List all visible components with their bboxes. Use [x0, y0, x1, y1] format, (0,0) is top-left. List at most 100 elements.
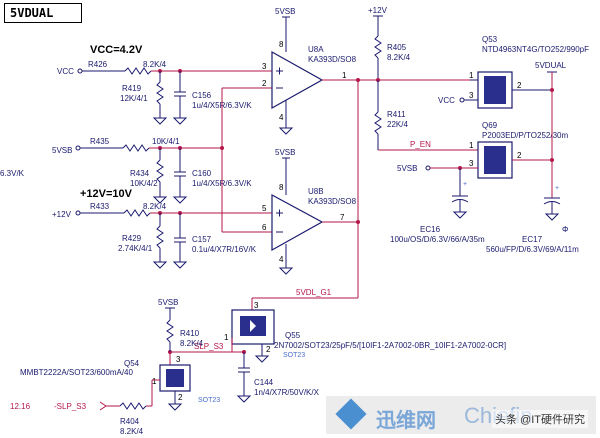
v12-rail-label: +12V: [368, 6, 388, 15]
q69-part: P2003ED/P/TO252/30m: [482, 131, 568, 140]
c144-value: 1n/4/X7R/50V/K/X: [254, 388, 320, 397]
q53-vcc-label: VCC: [438, 96, 455, 105]
junction: [356, 220, 360, 224]
v12-input-label: +12V: [52, 210, 72, 219]
q54-ref: Q54: [124, 359, 140, 368]
junction: [356, 78, 360, 82]
q55-pin1: 1: [224, 333, 229, 342]
r426-symbol: [124, 67, 152, 75]
r426-ref: R426: [88, 60, 108, 69]
r411-ref: R411: [387, 110, 406, 119]
q54-pin3: 3: [176, 355, 181, 364]
q69-pin2: 2: [517, 151, 522, 160]
c156-ref: C156: [192, 91, 212, 100]
q54-pkg: SOT23: [198, 397, 220, 404]
q54-pin1: 1: [152, 377, 157, 386]
r410-value: 8.2K/4: [180, 339, 204, 348]
q53-ref: Q53: [482, 35, 498, 44]
junction: [550, 88, 554, 92]
u8a-vsb-label: 5VSB: [275, 7, 295, 16]
u8a-triangle: [271, 50, 324, 110]
u8a-ref: U8A: [308, 45, 324, 54]
ground-symbol: [172, 196, 188, 204]
q53-die: [484, 76, 506, 104]
ground-symbol: [452, 211, 468, 219]
u8b-ref: U8B: [308, 187, 324, 196]
q53-pin1: 1: [469, 71, 474, 80]
ec17-plus: +: [555, 185, 559, 192]
ec17-value: 560u/FP/D/6.3V/69/A/11m: [486, 245, 579, 254]
vdl-g1-label: 5VDL_G1: [296, 288, 332, 297]
r419-ref: R419: [122, 84, 142, 93]
q69-pin1: 1: [469, 141, 474, 150]
q55-pin3: 3: [254, 301, 259, 310]
q69-pin3: 3: [469, 159, 474, 168]
ec16-plate-curved: [451, 199, 469, 203]
r434-ref: R434: [130, 169, 150, 178]
r419-symbol: [156, 81, 164, 105]
q53-pin2: 2: [517, 81, 522, 90]
r433-value: 8.2K/4: [143, 202, 167, 211]
q55-body: [231, 309, 275, 345]
ground-symbol: [172, 117, 188, 125]
vsb-input-label: 5VSB: [52, 146, 72, 155]
r404-ref: R404: [120, 417, 140, 426]
brand-logo-icon: [335, 398, 367, 430]
r433-ref: R433: [90, 202, 110, 211]
u8b-part: KA393D/SO8: [308, 197, 357, 206]
c144-ref: C144: [254, 378, 274, 387]
ground-symbol: [152, 196, 168, 204]
ground-symbol: [152, 261, 168, 269]
ground-symbol: [278, 127, 294, 135]
u8b-pin4: 4: [279, 255, 284, 264]
r405-ref: R405: [387, 43, 407, 52]
r404-value: 8.2K/4: [120, 427, 144, 436]
c157-value: 0.1u/4/X7R/16V/K: [192, 245, 257, 254]
u8a-pin4: 4: [279, 113, 284, 122]
ec17-plate-curved: [543, 201, 561, 205]
u8b-pin6: 6: [262, 223, 267, 232]
ec16-value: 100u/OS/D/6.3V/66/A/35m: [390, 235, 485, 244]
ec16-plus: +: [463, 181, 467, 188]
u8a-pin8: 8: [279, 40, 284, 49]
cut-off-label: 6.3V/K: [0, 169, 25, 178]
ground-symbol: [278, 267, 294, 275]
ground-symbol: [236, 395, 252, 403]
r410-ref: R410: [180, 329, 200, 338]
sheet-title-box: [4, 3, 82, 23]
vcc-port: [459, 97, 465, 103]
c157-ref: C157: [192, 235, 212, 244]
vcc-annotation: VCC=4.2V: [90, 44, 143, 56]
u8a-part: KA393D/SO8: [308, 55, 357, 64]
junction: [550, 158, 554, 162]
vdual-rail-label: 5VDUAL: [535, 61, 567, 70]
r410-symbol: [166, 319, 174, 343]
ground-symbol: [172, 261, 188, 269]
ground-symbol: [254, 355, 270, 363]
r433-symbol: [123, 209, 151, 217]
vcc-port: [77, 68, 83, 74]
v12-annotation: +12V=10V: [80, 188, 133, 200]
slp-input-label: -SLP_S3: [54, 402, 87, 411]
r434-value: 10K/4/2: [130, 179, 158, 188]
r405-value: 8.2K/4: [387, 53, 411, 62]
ec16-ref: EC16: [420, 225, 441, 234]
vsb-port: [75, 145, 81, 151]
watermark-banner: 迅维网 Chiefin 头条 @IT硬件研究: [326, 396, 596, 434]
phi-mark: Φ: [562, 225, 568, 234]
slp-s3-label: SLP_S3: [194, 342, 224, 351]
r429-ref: R429: [122, 234, 142, 243]
ground-symbol: [152, 117, 168, 125]
r435-value: 10K/4/1: [152, 137, 180, 146]
u8a-pin3: 3: [262, 62, 267, 71]
r426-value: 8.2K/4: [143, 60, 167, 69]
q55-part: 2N7002/SOT23/25pF/5/[10IF1-2A7002-0BR_10…: [274, 341, 506, 350]
r435-ref: R435: [90, 137, 110, 146]
r419-value: 12K/4/1: [120, 94, 148, 103]
r410-vsb-label: 5VSB: [158, 298, 178, 307]
sheet-title: 5VDUAL: [10, 6, 54, 20]
q55-pkg: SOT23: [283, 352, 305, 359]
q55-ref: Q55: [285, 331, 301, 340]
q69-ref: Q69: [482, 121, 498, 130]
r429-symbol: [156, 225, 164, 249]
